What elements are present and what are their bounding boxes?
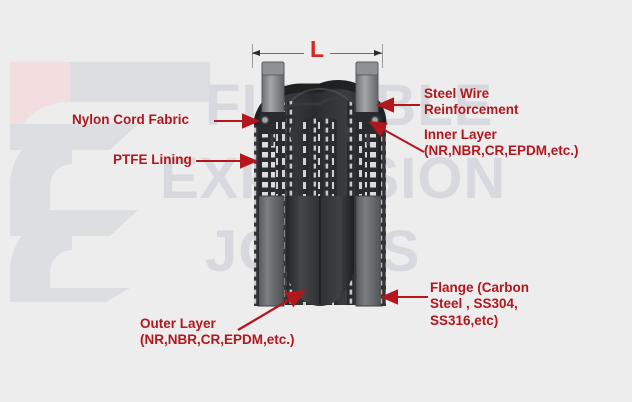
extension-line-right	[382, 44, 383, 68]
callout-outer-layer: Outer Layer (NR,NBR,CR,EPDM,etc.)	[140, 316, 295, 348]
callout-steel-wire-reinforcement: Steel Wire Reinforcement	[424, 86, 519, 118]
dimension-arrow-left	[252, 49, 260, 56]
callout-flange: Flange (Carbon Steel , SS304, SS316,etc)	[430, 280, 530, 328]
dimension-line-right	[330, 53, 382, 54]
extension-line-left	[252, 44, 253, 68]
callout-ptfe-lining: PTFE Lining	[113, 152, 192, 167]
dimension-line-left	[252, 53, 304, 54]
company-swoosh-logo	[10, 62, 210, 302]
dimension-arrow-right	[374, 49, 382, 56]
callout-nylon-cord-fabric: Nylon Cord Fabric	[72, 112, 190, 127]
dimension-label-length: L	[310, 36, 325, 62]
callout-inner-layer: Inner Layer (NR,NBR,CR,EPDM,etc.)	[424, 127, 579, 159]
